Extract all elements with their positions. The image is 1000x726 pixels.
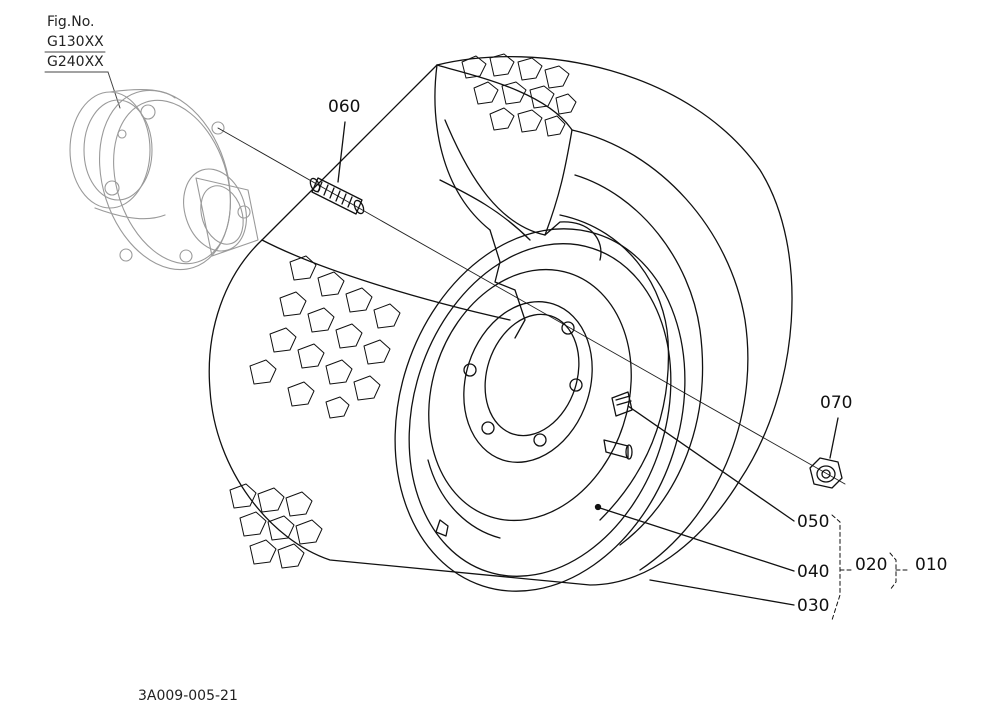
callout-050[interactable]: 050 bbox=[797, 512, 830, 532]
fig-no-leader bbox=[44, 51, 121, 109]
fig-no-line-1: G130XX bbox=[47, 34, 104, 50]
callout-040[interactable]: 040 bbox=[797, 562, 830, 582]
callout-010[interactable]: 010 bbox=[915, 555, 948, 575]
callout-070[interactable]: 070 bbox=[820, 393, 853, 413]
assembly-axis-line bbox=[217, 127, 846, 485]
tread-pattern-top bbox=[461, 53, 577, 137]
wheel-hub bbox=[69, 89, 259, 271]
leader-030 bbox=[649, 579, 795, 606]
leader-070 bbox=[829, 417, 839, 459]
tire bbox=[208, 56, 793, 586]
assembly-bracket bbox=[831, 514, 911, 621]
drawing-code: 3A009-005-21 bbox=[138, 688, 238, 704]
callout-030[interactable]: 030 bbox=[797, 596, 830, 616]
wheel-nut bbox=[809, 457, 843, 489]
fig-no-line-2: G240XX bbox=[47, 54, 104, 70]
fig-no-label: Fig.No. bbox=[47, 14, 95, 30]
valve-stem bbox=[603, 391, 633, 460]
callout-020[interactable]: 020 bbox=[855, 555, 888, 575]
wheel-rim bbox=[394, 228, 686, 592]
leader-040 bbox=[599, 507, 795, 572]
leader-050 bbox=[627, 405, 795, 522]
callout-060[interactable]: 060 bbox=[328, 97, 361, 117]
tread-pattern-left bbox=[229, 255, 401, 569]
leader-060 bbox=[337, 121, 346, 183]
